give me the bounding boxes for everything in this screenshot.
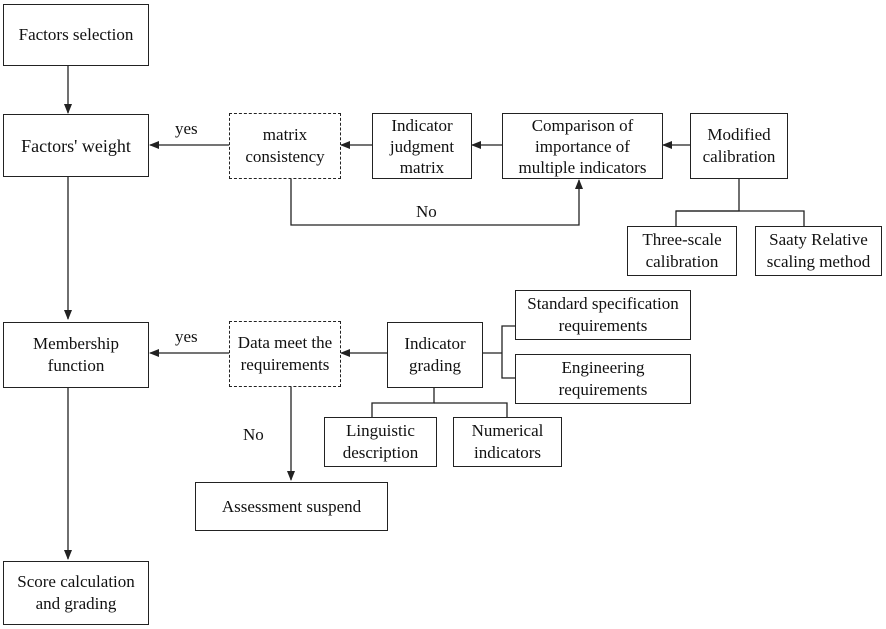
node-indicator-judgment-matrix: Indicator judgment matrix bbox=[372, 113, 472, 179]
edge-label-yes-weight: yes bbox=[175, 119, 198, 138]
branch-grading-types bbox=[371, 388, 435, 417]
arrow-consistency-no-loop bbox=[290, 179, 583, 226]
branch-calibration-saaty bbox=[676, 210, 805, 226]
node-linguistic-description: Linguistic description bbox=[324, 417, 437, 467]
branch-calibration-methods bbox=[675, 179, 740, 226]
node-score-calculation: Score calculation and grading bbox=[3, 561, 149, 625]
node-modified-calibration: Modified calibration bbox=[690, 113, 788, 179]
node-indicator-grading: Indicator grading bbox=[387, 322, 483, 388]
node-three-scale-calibration: Three-scale calibration bbox=[627, 226, 737, 276]
edge-label-yes-membership: yes bbox=[175, 327, 198, 346]
node-numerical-indicators: Numerical indicators bbox=[453, 417, 562, 467]
node-matrix-consistency: matrix consistency bbox=[229, 113, 341, 179]
node-assessment-suspend: Assessment suspend bbox=[195, 482, 388, 531]
node-factors-selection: Factors selection bbox=[3, 4, 149, 66]
node-standard-specification: Standard specification requirements bbox=[515, 290, 691, 340]
node-factors-weight: Factors' weight bbox=[3, 114, 149, 177]
branch-requirements-bracket bbox=[501, 325, 515, 379]
node-saaty-relative-scaling: Saaty Relative scaling method bbox=[755, 226, 882, 276]
node-engineering-requirements: Engineering requirements bbox=[515, 354, 691, 404]
node-comparison-importance: Comparison of importance of multiple ind… bbox=[502, 113, 663, 179]
edge-label-no-consistency: No bbox=[416, 202, 437, 221]
node-data-meet-requirements: Data meet the requirements bbox=[229, 321, 341, 387]
node-membership-function: Membership function bbox=[3, 322, 149, 388]
branch-grading-numerical bbox=[434, 402, 508, 417]
edge-label-no-data: No bbox=[243, 425, 264, 444]
